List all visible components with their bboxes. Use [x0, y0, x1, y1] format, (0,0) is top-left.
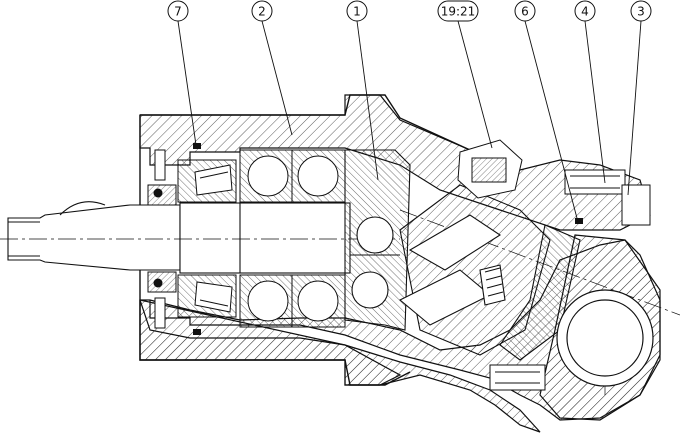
end-cover	[539, 234, 661, 421]
callout-1: 1	[346, 0, 368, 22]
callout-3: 3	[630, 0, 652, 22]
svg-text:2: 2	[258, 5, 266, 19]
plug-19-21	[457, 139, 523, 199]
callout-2: 2	[251, 0, 273, 22]
callouts: 7 2 1 19:21 6 4 3	[167, 0, 652, 22]
screw-head-3	[621, 184, 651, 226]
svg-text:7: 7	[174, 5, 182, 19]
callout-19-21: 19:21	[437, 0, 479, 22]
drive-shaft	[7, 201, 351, 274]
callout-4: 4	[574, 0, 596, 22]
o-rings	[193, 143, 583, 335]
housing-outline	[139, 94, 471, 386]
cylinder-block	[399, 184, 551, 356]
svg-text:1: 1	[353, 5, 361, 19]
callout-7: 7	[167, 0, 189, 22]
tapered-roller-bearing	[177, 159, 237, 318]
bottom-screw	[489, 364, 546, 391]
drive-flange	[344, 149, 411, 331]
shaft-seal	[147, 149, 177, 329]
svg-text:3: 3	[637, 5, 645, 19]
callout-6: 6	[514, 0, 536, 22]
leader-lines	[177, 20, 642, 223]
svg-text:6: 6	[521, 5, 529, 19]
ball-bearings	[239, 149, 346, 328]
svg-text:4: 4	[581, 5, 589, 19]
svg-text:19:21: 19:21	[441, 5, 476, 19]
screw-4	[564, 169, 626, 195]
